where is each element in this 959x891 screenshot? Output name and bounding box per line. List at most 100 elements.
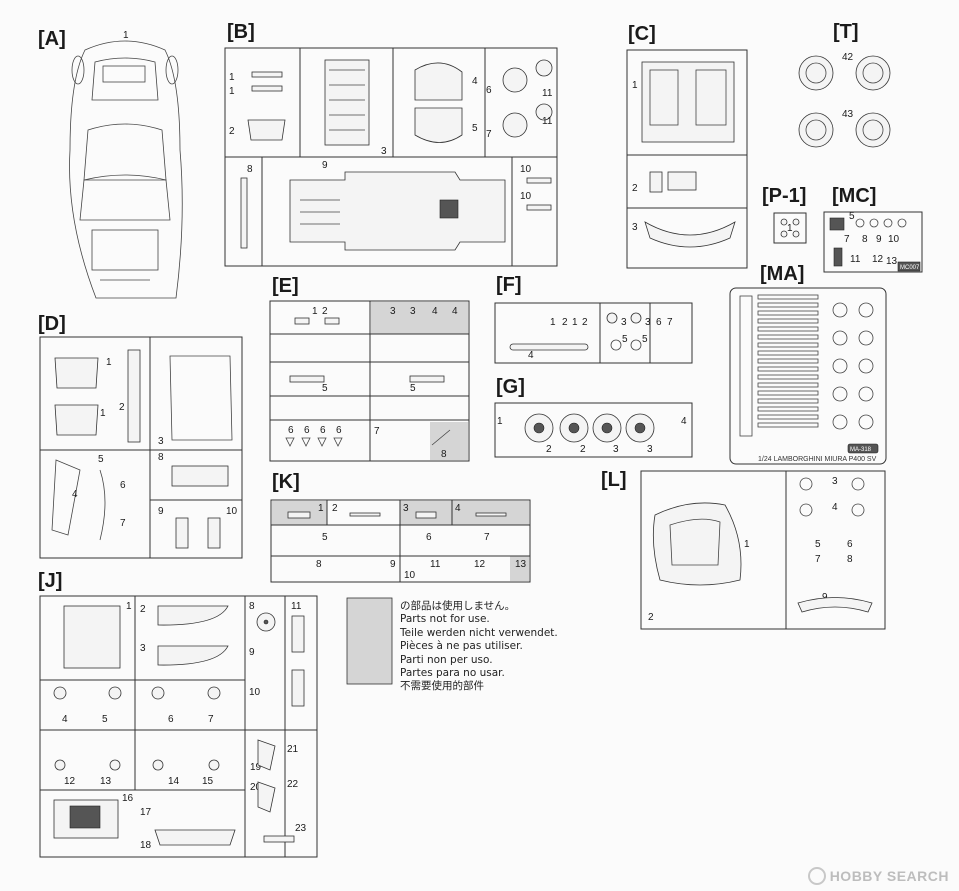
svg-text:3: 3: [403, 503, 409, 514]
svg-text:11: 11: [542, 88, 553, 99]
svg-text:7: 7: [120, 518, 126, 529]
notice-line-it: Parti non per uso.: [400, 653, 493, 666]
svg-text:7: 7: [208, 714, 214, 725]
svg-text:4: 4: [452, 306, 458, 317]
notice-line-zh: 不需要使用的部件: [400, 680, 484, 693]
notice-line-en: Parts not for use.: [400, 613, 490, 626]
svg-text:1: 1: [497, 416, 503, 427]
svg-text:3: 3: [647, 444, 653, 455]
svg-text:6: 6: [336, 425, 342, 436]
svg-text:10: 10: [888, 234, 900, 245]
notice-line-fr: Pièces à ne pas utiliser.: [400, 640, 523, 653]
tires-t: 42 43: [798, 52, 891, 148]
sprue-c: 1 2 3: [626, 49, 748, 269]
svg-text:8: 8: [158, 452, 164, 463]
svg-text:42: 42: [842, 52, 854, 63]
svg-text:11: 11: [291, 601, 302, 612]
notice-line-de: Teile werden nicht verwendet.: [400, 626, 558, 639]
svg-text:9: 9: [876, 234, 882, 245]
etch-grille-bars: [757, 294, 819, 428]
svg-text:8: 8: [441, 449, 447, 460]
svg-text:1: 1: [787, 223, 793, 234]
svg-text:2: 2: [140, 604, 146, 615]
section-label-l: [L]: [601, 469, 627, 491]
svg-text:6: 6: [120, 480, 126, 491]
svg-text:11: 11: [430, 559, 441, 570]
svg-text:3: 3: [381, 146, 387, 157]
section-label-p1: [P-1]: [762, 185, 806, 207]
svg-text:4: 4: [455, 503, 461, 514]
svg-text:5: 5: [622, 334, 628, 345]
notice-line-es: Partes para no usar.: [400, 667, 505, 680]
svg-text:3: 3: [621, 317, 627, 328]
svg-text:6: 6: [288, 425, 294, 436]
svg-text:3: 3: [140, 643, 146, 654]
svg-text:5: 5: [472, 123, 478, 134]
svg-text:17: 17: [140, 807, 152, 818]
etch-caption: 1/24 LAMBORGHINI MIURA P400 SV: [758, 456, 877, 463]
svg-text:3: 3: [158, 436, 164, 447]
svg-text:2: 2: [632, 183, 638, 194]
svg-text:2: 2: [229, 126, 235, 137]
svg-text:23: 23: [295, 823, 307, 834]
svg-text:5: 5: [815, 539, 821, 550]
svg-text:12: 12: [64, 776, 76, 787]
svg-text:13: 13: [886, 256, 898, 267]
svg-text:2: 2: [332, 503, 338, 514]
polycap-p1: 1: [773, 212, 807, 244]
section-label-mc: [MC]: [832, 185, 876, 207]
svg-text:4: 4: [681, 416, 687, 427]
svg-text:13: 13: [100, 776, 112, 787]
svg-text:12: 12: [474, 559, 486, 570]
svg-text:5: 5: [849, 211, 855, 222]
section-label-a: [A]: [38, 28, 66, 50]
svg-text:1: 1: [126, 601, 132, 612]
svg-text:4: 4: [528, 350, 534, 361]
svg-text:4: 4: [832, 502, 838, 513]
svg-text:6: 6: [304, 425, 310, 436]
svg-text:20: 20: [250, 782, 262, 793]
section-label-j: [J]: [38, 570, 62, 592]
svg-text:8: 8: [249, 601, 255, 612]
svg-text:3: 3: [645, 317, 651, 328]
svg-text:5: 5: [410, 383, 416, 394]
svg-text:5: 5: [98, 454, 104, 465]
svg-text:43: 43: [842, 109, 854, 120]
unused-parts-key-swatch: [346, 597, 393, 685]
svg-text:1: 1: [100, 408, 106, 419]
section-label-c: [C]: [628, 23, 656, 45]
svg-text:2: 2: [580, 444, 586, 455]
svg-text:10: 10: [404, 570, 416, 581]
svg-text:1: 1: [632, 80, 638, 91]
watermark-text: HOBBY SEARCH: [829, 868, 949, 884]
svg-text:6: 6: [486, 85, 492, 96]
svg-text:3: 3: [832, 476, 838, 487]
svg-text:2: 2: [582, 317, 588, 328]
svg-text:1: 1: [572, 317, 578, 328]
unused-parts-notice: の部品は使用しません。 Parts not for use. Teile wer…: [400, 600, 600, 694]
svg-text:7: 7: [667, 317, 673, 328]
svg-text:14: 14: [168, 776, 180, 787]
svg-text:9: 9: [249, 647, 255, 658]
section-label-k: [K]: [272, 471, 300, 493]
section-label-f: [F]: [496, 274, 522, 296]
svg-text:3: 3: [613, 444, 619, 455]
svg-text:2: 2: [119, 402, 125, 413]
svg-text:1: 1: [229, 72, 235, 83]
section-label-t: [T]: [833, 21, 859, 43]
svg-text:8: 8: [247, 164, 253, 175]
section-label-e: [E]: [272, 275, 299, 297]
svg-text:4: 4: [472, 76, 478, 87]
svg-text:4: 4: [62, 714, 68, 725]
svg-text:8: 8: [847, 554, 853, 565]
svg-text:2: 2: [648, 612, 654, 623]
svg-text:6: 6: [168, 714, 174, 725]
svg-text:1: 1: [229, 86, 235, 97]
